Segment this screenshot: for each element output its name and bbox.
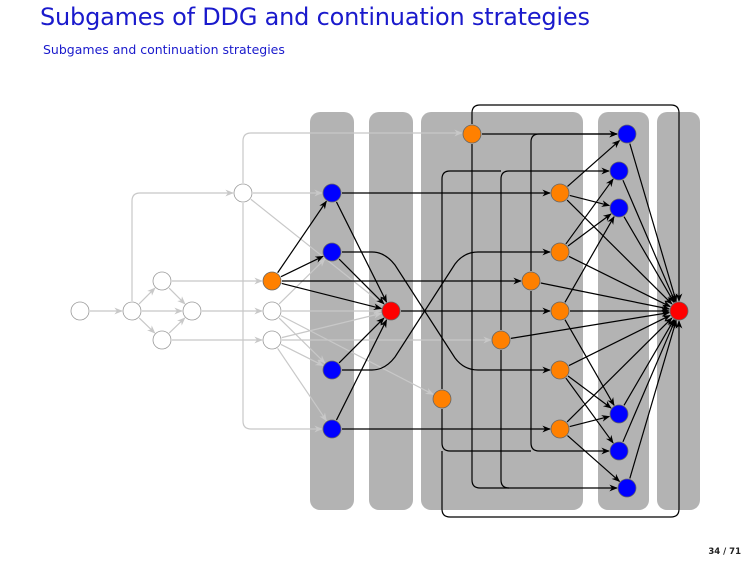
edge	[623, 216, 675, 304]
edge	[441, 320, 683, 518]
edge	[622, 319, 676, 443]
edge	[280, 343, 324, 367]
edge	[250, 198, 384, 306]
state-node	[182, 301, 202, 321]
edge	[540, 282, 671, 311]
blue-node	[322, 419, 342, 439]
edge	[138, 287, 156, 305]
edge	[280, 255, 324, 278]
edge	[131, 189, 234, 301]
orange-node	[550, 301, 570, 321]
orange-node	[550, 183, 570, 203]
orange-node	[550, 360, 570, 380]
blue-node	[609, 198, 629, 218]
edge	[500, 167, 610, 330]
state-node	[152, 330, 172, 350]
edge	[569, 194, 611, 207]
blue-node	[322, 360, 342, 380]
edge	[565, 178, 614, 245]
orange-node	[550, 419, 570, 439]
edge	[280, 315, 434, 395]
edge	[277, 200, 327, 274]
edge	[564, 215, 615, 303]
edge	[510, 310, 670, 339]
edge	[277, 347, 327, 422]
blue-node	[609, 441, 629, 461]
state-node	[122, 301, 142, 321]
edge	[569, 415, 611, 428]
state-node	[233, 183, 253, 203]
edge	[567, 140, 621, 187]
edge	[281, 282, 383, 310]
orange-node	[262, 271, 282, 291]
red-node	[669, 301, 689, 321]
edge	[564, 319, 615, 407]
edge	[242, 203, 323, 433]
edge	[281, 311, 383, 339]
edge	[629, 143, 678, 303]
orange-node	[550, 242, 570, 262]
edge	[500, 350, 510, 489]
page-number: 34 / 71	[708, 547, 741, 557]
state-node	[152, 271, 172, 291]
blue-node	[609, 404, 629, 424]
edge	[567, 435, 621, 482]
edge	[629, 319, 678, 479]
state-node	[262, 330, 282, 350]
red-node	[381, 301, 401, 321]
edge	[530, 130, 618, 271]
blue-node	[322, 183, 342, 203]
blue-node	[322, 242, 342, 262]
slide-subtitle: Subgames and continuation strategies	[43, 42, 285, 57]
edge	[242, 129, 463, 183]
edge	[530, 291, 610, 455]
orange-node	[491, 330, 511, 350]
blue-node	[617, 124, 637, 144]
edge	[565, 377, 614, 444]
edge	[138, 317, 156, 334]
state-node	[262, 301, 282, 321]
orange-node	[462, 124, 482, 144]
edge	[566, 317, 673, 423]
slide-title: Subgames of DDG and continuation strateg…	[40, 3, 590, 31]
edge	[567, 213, 612, 247]
edge	[471, 104, 683, 302]
edge	[622, 179, 676, 303]
edge	[168, 287, 186, 305]
edge	[623, 318, 675, 406]
edge	[338, 317, 385, 364]
edge	[168, 317, 186, 334]
edge	[567, 375, 612, 409]
edge	[568, 314, 671, 367]
edge	[441, 409, 531, 452]
blue-node	[609, 161, 629, 181]
state-node	[70, 301, 90, 321]
orange-node	[432, 389, 452, 409]
orange-node	[521, 271, 541, 291]
edge	[338, 258, 385, 305]
edge	[471, 144, 618, 492]
blue-node	[617, 478, 637, 498]
edge	[441, 170, 501, 389]
